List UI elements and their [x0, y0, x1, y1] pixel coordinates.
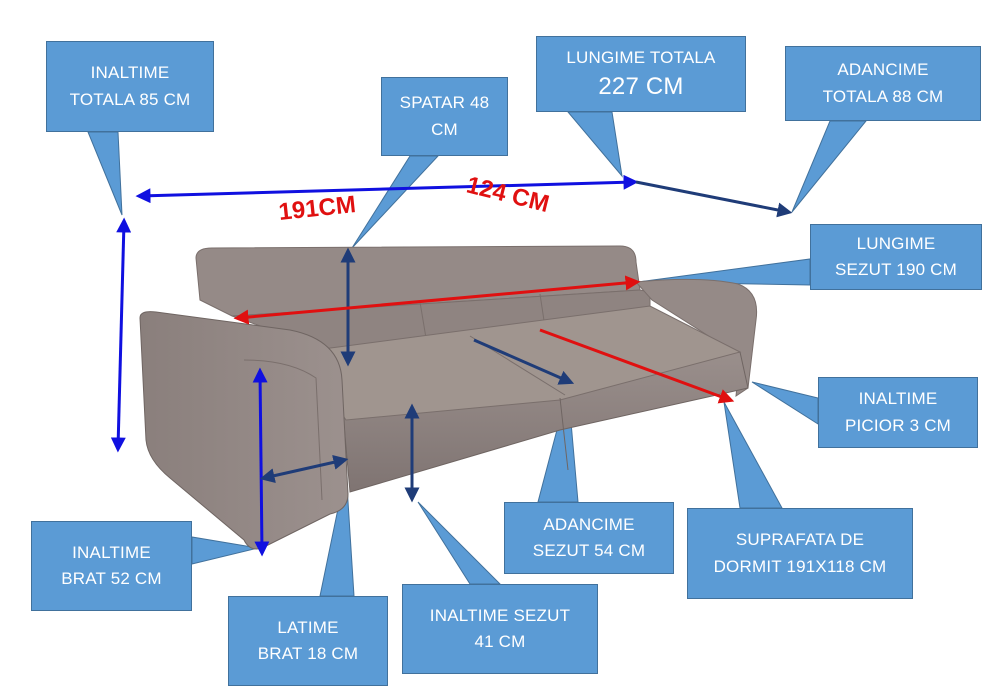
- callout-inaltime-totala: INALTIME TOTALA 85 CM: [46, 41, 214, 132]
- callout-adancime-totala: ADANCIME TOTALA 88 CM: [785, 46, 981, 121]
- pointer-suprafata: [723, 401, 783, 509]
- callout-adancime-sezut: ADANCIME SEZUT 54 CM: [504, 502, 674, 574]
- pointer-adancime-totala: [791, 120, 868, 213]
- callout-line: INALTIME: [858, 389, 938, 409]
- pointer-inaltime-brat: [191, 536, 259, 565]
- callout-line: CM: [431, 119, 458, 139]
- callout-line: TOTALA 88 CM: [822, 86, 944, 106]
- callout-line: DORMIT 191X118 CM: [713, 556, 887, 576]
- callout-line: ADANCIME: [837, 60, 929, 80]
- arrow-arm-width: [259, 454, 349, 484]
- callout-line: SEZUT 190 CM: [834, 260, 958, 279]
- arrow-total-width: [135, 174, 639, 204]
- pointer-lungime-totala: [566, 111, 623, 178]
- callout-line: LATIME: [277, 617, 339, 637]
- callout-line: BRAT 18 CM: [257, 644, 359, 663]
- callout-line: INALTIME SEZUT: [429, 605, 571, 625]
- pointer-inaltime-picior: [751, 381, 819, 425]
- callout-line: SUPRAFATA DE: [735, 530, 865, 550]
- callout-line: PICIOR 3 CM: [844, 415, 952, 435]
- callout-line: SPATAR 48: [399, 93, 490, 113]
- sofa-left-arm: [139, 311, 349, 550]
- callout-inaltime-sezut: INALTIME SEZUT 41 CM: [402, 584, 598, 674]
- pointer-inaltime-totala: [87, 131, 123, 216]
- callout-line: 41 CM: [474, 632, 526, 651]
- pointer-spatar: [351, 155, 440, 249]
- arrow-seat-length: [233, 275, 641, 325]
- callout-line: LUNGIME: [856, 233, 936, 253]
- arrow-arm-height: [252, 367, 270, 557]
- callout-line: ADANCIME: [543, 514, 635, 534]
- arrow-total-depth: [635, 180, 793, 218]
- callout-line: BRAT 52 CM: [61, 569, 162, 588]
- dimension-arrows: [110, 174, 793, 557]
- callout-line: TOTALA 85 CM: [69, 89, 191, 109]
- arrow-sleep-surface: [539, 328, 735, 404]
- callout-line: LUNGIME TOTALA: [566, 47, 716, 67]
- sofa-right-arm: [634, 278, 758, 398]
- callout-line: SEZUT 54 CM: [532, 541, 646, 560]
- callout-lungime-sezut: LUNGIME SEZUT 190 CM: [810, 224, 982, 290]
- pointer-inaltime-sezut: [417, 501, 502, 585]
- label-191cm: 191CM: [277, 191, 357, 226]
- sofa-illustration: [139, 245, 758, 550]
- arrow-total-height: [110, 217, 132, 453]
- callout-inaltime-picior: INALTIME PICIOR 3 CM: [818, 377, 978, 448]
- callout-line: 227 CM: [598, 72, 684, 100]
- callout-pointers: [87, 111, 868, 597]
- callout-line: INALTIME: [90, 63, 170, 83]
- callout-line: INALTIME: [72, 542, 151, 562]
- callout-lungime-totala: LUNGIME TOTALA 227 CM: [536, 36, 746, 112]
- callout-suprafata-dormit: SUPRAFATA DE DORMIT 191X118 CM: [687, 508, 913, 599]
- arrow-seat-depth: [473, 338, 575, 385]
- callout-latime-brat: LATIME BRAT 18 CM: [228, 596, 388, 686]
- callout-inaltime-brat: INALTIME BRAT 52 CM: [31, 521, 192, 611]
- label-124cm: 124 CM: [464, 171, 552, 218]
- callout-spatar: SPATAR 48 CM: [381, 77, 508, 156]
